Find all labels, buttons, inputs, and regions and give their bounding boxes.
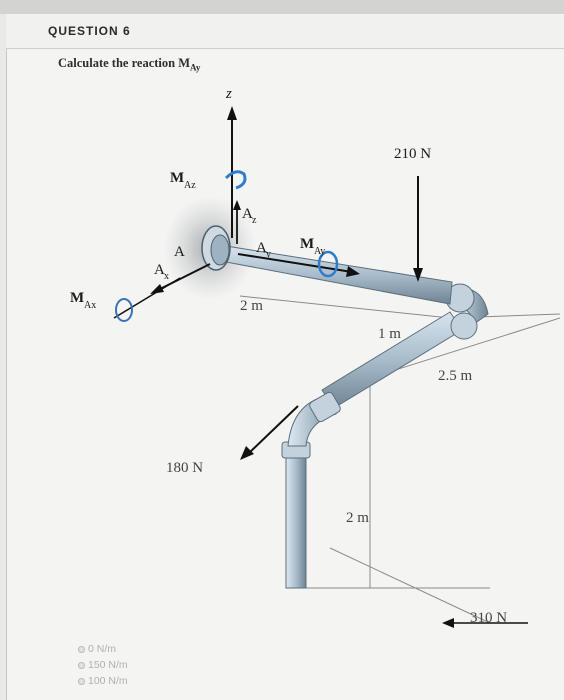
force-az-arrow xyxy=(233,200,241,244)
answer-option-label: 0 N/m xyxy=(88,643,117,655)
answer-option-label: 150 N/m xyxy=(88,659,128,671)
label-load-310: 310 N xyxy=(470,610,507,626)
load-310-arrow xyxy=(442,618,528,628)
label-load-180: 180 N xyxy=(166,460,203,476)
answer-options: 0 N/m 150 N/m 100 N/m xyxy=(78,641,128,689)
z-axis-arrow xyxy=(227,106,237,238)
force-ay-arrow xyxy=(237,253,360,277)
label-moment-z: M xyxy=(170,170,184,186)
pipe-diagram: z 210 N M Az A z A y M Ay A A x M Ax 2 m… xyxy=(70,86,560,628)
label-force-y: A xyxy=(256,240,267,256)
label-force-y-sub: y xyxy=(266,249,271,260)
moment-ax-arrow xyxy=(115,298,133,322)
question-number: QUESTION 6 xyxy=(48,24,131,38)
label-moment-z-sub: Az xyxy=(184,180,196,191)
answer-option[interactable]: 100 N/m xyxy=(78,673,128,689)
top-bar xyxy=(0,0,564,14)
label-dim-2m-bottom: 2 m xyxy=(346,510,369,526)
radio-button[interactable] xyxy=(78,661,85,669)
answer-option-label: 100 N/m xyxy=(88,675,128,687)
label-support-a: A xyxy=(174,244,185,260)
label-moment-y-sub: Ay xyxy=(314,246,325,257)
label-force-z: A xyxy=(242,206,253,222)
label-moment-x-sub: Ax xyxy=(84,300,96,311)
load-210-arrow xyxy=(413,176,423,282)
question-prompt: Calculate the reaction MAy xyxy=(58,56,200,73)
x-axis-line xyxy=(113,277,181,319)
answer-option[interactable]: 0 N/m xyxy=(78,641,128,657)
label-dim-2m-top: 2 m xyxy=(240,298,263,314)
question-header xyxy=(6,14,564,49)
label-axis-z: z xyxy=(225,86,232,102)
label-force-x: A xyxy=(154,262,165,278)
question-prompt-subscript: Ay xyxy=(190,62,201,73)
load-180-arrow xyxy=(240,405,299,460)
moment-az-arrow xyxy=(224,170,247,190)
pipe-flange-right-lower xyxy=(450,312,478,340)
label-dim-1m: 1 m xyxy=(378,326,401,342)
label-dim-2-5m: 2.5 m xyxy=(438,368,473,384)
label-load-210: 210 N xyxy=(394,146,431,162)
label-force-x-sub: x xyxy=(164,271,169,282)
support-flange-inner xyxy=(210,234,230,266)
question-panel xyxy=(6,14,564,700)
question-prompt-text: Calculate the reaction M xyxy=(58,56,191,70)
radio-button[interactable] xyxy=(78,677,85,685)
moment-ay-arrow xyxy=(317,250,339,278)
label-moment-y: M xyxy=(300,236,314,252)
radio-button[interactable] xyxy=(78,645,85,653)
vertical-pipe xyxy=(285,445,307,589)
answer-option[interactable]: 150 N/m xyxy=(78,657,128,673)
label-moment-x: M xyxy=(70,290,84,306)
pipe-flange-diagonal xyxy=(309,391,341,423)
label-force-z-sub: z xyxy=(252,215,257,226)
